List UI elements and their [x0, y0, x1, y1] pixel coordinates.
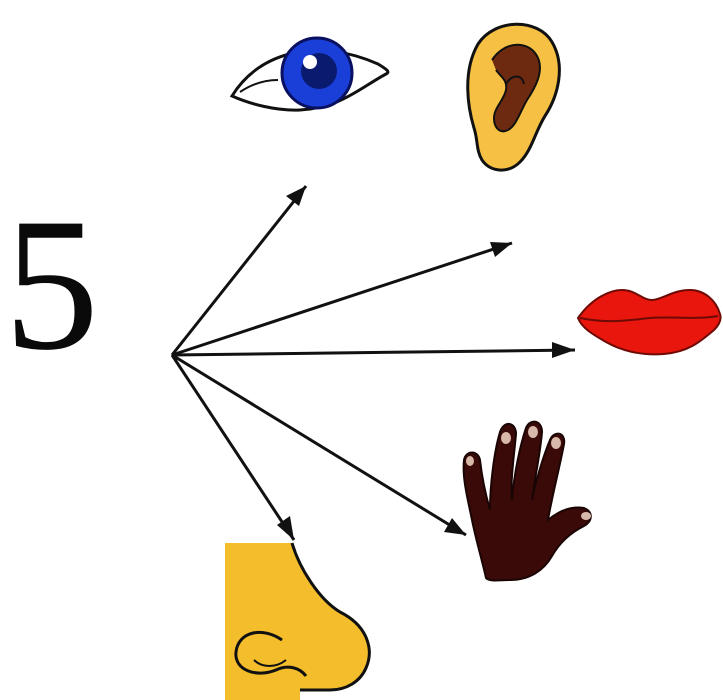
arrow-to-eye [172, 186, 306, 355]
nose-icon [225, 543, 369, 700]
arrow-to-nose [172, 355, 294, 540]
hand-icon [464, 422, 591, 581]
arrow-to-hand [172, 355, 466, 535]
lips-icon [578, 290, 721, 354]
ear-icon [468, 24, 560, 170]
arrow-to-lips [172, 342, 575, 358]
eye-icon [232, 38, 388, 110]
arrow-to-ear [172, 242, 512, 355]
